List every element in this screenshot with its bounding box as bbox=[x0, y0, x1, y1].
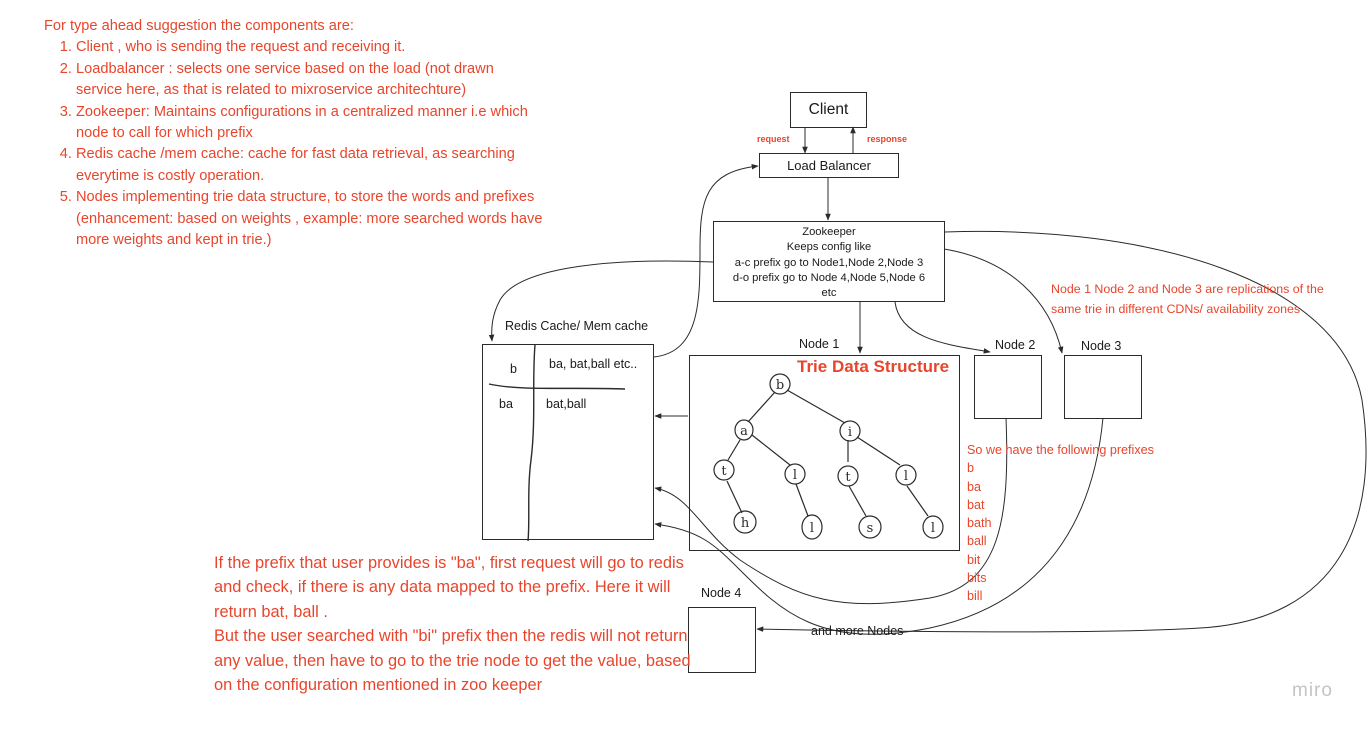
trie-node-l3 bbox=[801, 514, 823, 540]
trie-node-l1 bbox=[784, 463, 806, 485]
zookeeper-line: a-c prefix go to Node1,Node 2,Node 3 bbox=[734, 256, 924, 269]
zookeeper-to-node2-arrow bbox=[894, 301, 991, 354]
trie-letter-s: s bbox=[867, 521, 874, 536]
trie-node-s bbox=[858, 515, 882, 539]
trie-node-t2 bbox=[837, 465, 859, 487]
trie-letter-t1: t bbox=[721, 464, 727, 479]
explanation-text: If the prefix that user provides is "ba"… bbox=[214, 551, 704, 697]
prefix-list: So we have the following prefixes b ba b… bbox=[967, 441, 1154, 606]
zookeeper-to-cache-arrow bbox=[488, 260, 714, 342]
client-label: Client bbox=[808, 101, 849, 118]
node2-to-cache-arrow bbox=[654, 417, 1008, 605]
trie-letter-a: a bbox=[740, 424, 748, 439]
more-nodes-label: and more Nodes bbox=[811, 624, 904, 638]
notes-item: Client , who is sending the request and … bbox=[76, 37, 544, 58]
trie-node-h bbox=[733, 510, 757, 534]
node3-label: Node 3 bbox=[1081, 339, 1122, 353]
notes-item: Redis cache /mem cache: cache for fast d… bbox=[76, 144, 544, 187]
zookeeper-line: Keeps config like bbox=[786, 241, 872, 254]
trie-drawing bbox=[713, 373, 944, 540]
components-notes: For type ahead suggestion the components… bbox=[44, 16, 544, 251]
node2-box[interactable] bbox=[974, 355, 1042, 419]
client-box[interactable]: Client bbox=[790, 92, 867, 128]
cache-key-ba: ba bbox=[499, 397, 513, 411]
trie-letter-l3: l bbox=[810, 521, 814, 536]
zookeeper-to-node4-arrow bbox=[756, 230, 1367, 633]
trie-letter-l1: l bbox=[793, 468, 797, 483]
trie-title: Trie Data Structure bbox=[797, 357, 950, 376]
load-balancer-label: Load Balancer bbox=[787, 158, 871, 173]
notes-heading: For type ahead suggestion the components… bbox=[44, 18, 354, 34]
notes-item: Loadbalancer : selects one service based… bbox=[76, 59, 544, 102]
prefix-heading: So we have the following prefixes bbox=[967, 443, 1154, 457]
trie-node-t1 bbox=[713, 459, 735, 481]
node3-box[interactable] bbox=[1064, 355, 1142, 419]
prefix-item: bit bbox=[967, 552, 981, 567]
node1-label: Node 1 bbox=[799, 337, 840, 351]
trie-node-a bbox=[734, 419, 754, 441]
node4-label: Node 4 bbox=[701, 586, 742, 600]
cache-title: Redis Cache/ Mem cache bbox=[505, 319, 649, 333]
notes-list: Client , who is sending the request and … bbox=[44, 37, 544, 251]
cache-horizontal-divider bbox=[488, 383, 626, 390]
zookeeper-line: etc bbox=[821, 287, 837, 300]
zookeeper-line: Zookeeper bbox=[802, 226, 856, 238]
trie-letter-b: b bbox=[776, 378, 784, 393]
node3-to-cache-arrow bbox=[654, 417, 1104, 635]
node2-label: Node 2 bbox=[995, 338, 1036, 352]
trie-letter-i: i bbox=[848, 425, 852, 440]
prefix-item: ball bbox=[967, 534, 987, 549]
load-balancer-box[interactable]: Load Balancer bbox=[759, 153, 899, 178]
zookeeper-line: d-o prefix go to Node 4,Node 5,Node 6 bbox=[732, 271, 926, 284]
prefix-item: bill bbox=[967, 589, 983, 604]
explanation-paragraph: If the prefix that user provides is "ba"… bbox=[214, 554, 684, 621]
explanation-paragraph: But the user searched with "bi" prefix t… bbox=[214, 627, 691, 695]
trie-letter-l2: l bbox=[904, 469, 908, 484]
notes-item: Zookeeper: Maintains configurations in a… bbox=[76, 102, 544, 145]
prefix-item: ba bbox=[967, 479, 982, 494]
cache-key-b: b bbox=[510, 362, 517, 376]
replication-note: Node 1 Node 2 and Node 3 are replication… bbox=[1051, 282, 1324, 316]
trie-node-i bbox=[839, 420, 861, 442]
prefix-item: bits bbox=[967, 571, 987, 586]
cache-value-ba: bat,ball bbox=[546, 397, 587, 411]
trie-node-b bbox=[769, 373, 791, 395]
prefix-item: bat bbox=[967, 497, 985, 512]
cache-box[interactable] bbox=[482, 344, 654, 540]
miro-watermark: miro bbox=[1292, 680, 1333, 701]
trie-letter-l4: l bbox=[931, 521, 935, 536]
prefix-item: b bbox=[967, 461, 975, 476]
node1-box[interactable] bbox=[689, 355, 960, 551]
trie-letters: b a i t l t l h l s l bbox=[721, 378, 935, 536]
response-label: response bbox=[867, 134, 908, 144]
trie-letter-t2: t bbox=[845, 470, 851, 485]
cache-value-b: ba, bat,ball etc.. bbox=[549, 357, 638, 371]
notes-item: Nodes implementing trie data structure, … bbox=[76, 187, 544, 251]
zookeeper-to-node3-arrow bbox=[943, 248, 1064, 354]
request-label: request bbox=[757, 134, 790, 144]
cache-vertical-divider bbox=[527, 344, 536, 542]
trie-letter-h: h bbox=[741, 516, 750, 531]
trie-node-l2 bbox=[895, 464, 917, 486]
cache-to-lb-arrow bbox=[653, 163, 759, 358]
prefix-item: bath bbox=[967, 516, 992, 531]
trie-node-l4 bbox=[922, 515, 944, 539]
node4-box[interactable] bbox=[688, 607, 756, 673]
zookeeper-box[interactable]: Zookeeper Keeps config like a-c prefix g… bbox=[713, 221, 945, 302]
